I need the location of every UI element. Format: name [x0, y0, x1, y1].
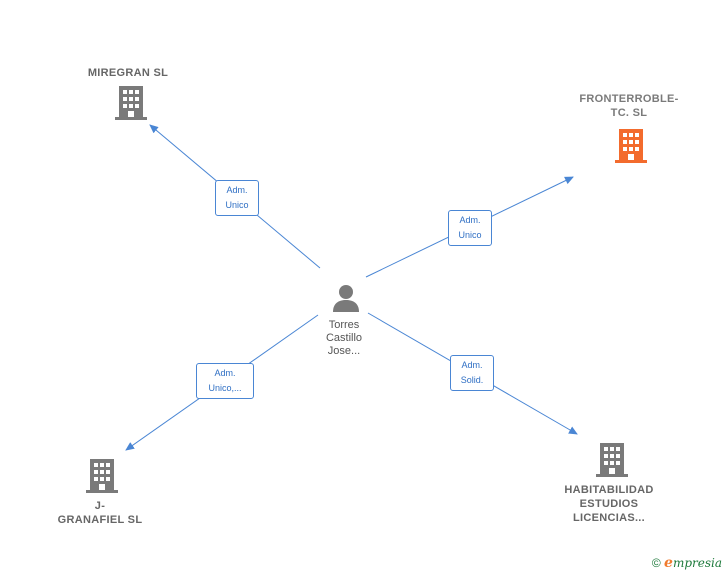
person-icon[interactable]	[331, 284, 361, 312]
edge-role-label: Adm. Unico	[448, 210, 492, 246]
copyright-icon: ©	[651, 556, 661, 570]
building-icon[interactable]	[596, 443, 628, 477]
empresia-footer[interactable]: © empresia	[652, 555, 722, 571]
node-label-miregran[interactable]: MIREGRAN SL	[87, 67, 169, 79]
node-label-fronterroble[interactable]: FRONTERROBLE- TC. SL	[579, 93, 679, 119]
edge-role-label: Adm. Solid.	[450, 355, 494, 391]
edge-role-label: Adm. Unico	[215, 180, 259, 216]
building-icon[interactable]	[86, 459, 118, 493]
building-icon[interactable]	[615, 129, 647, 163]
node-label-habitabilidad[interactable]: HABITABILIDAD ESTUDIOS LICENCIAS...	[564, 484, 654, 524]
node-label-granafiel[interactable]: J- GRANAFIEL SL	[57, 500, 143, 526]
edge-role-label: Adm. Unico,...	[196, 363, 254, 399]
person-label[interactable]: Torres Castillo Jose...	[325, 319, 363, 357]
empresia-logo-text: mpresia	[672, 556, 722, 570]
building-icon[interactable]	[115, 86, 147, 120]
empresia-logo-initial: e	[664, 555, 673, 571]
